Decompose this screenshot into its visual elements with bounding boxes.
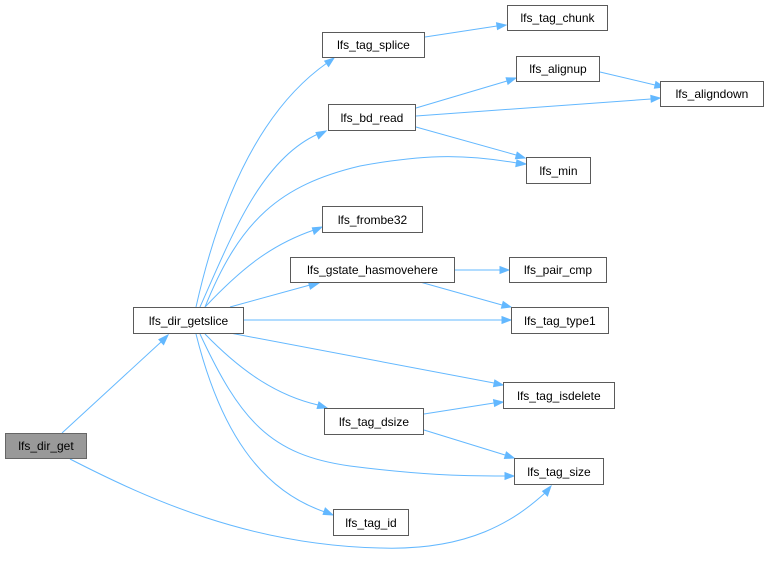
edge-lfs_dir_getslice-lfs_tag_isdelete (229, 332, 505, 388)
edge-lfs_dir_getslice-lfs_tag_type1 (244, 315, 513, 325)
node-lfs_min[interactable]: lfs_min (526, 157, 591, 184)
edge-lfs_alignup-lfs_aligndown (599, 71, 666, 89)
node-lfs_dir_getslice[interactable]: lfs_dir_getslice (133, 307, 244, 334)
edge-lfs_dir_getslice-lfs_tag_splice (195, 57, 336, 308)
edge-lfs_tag_splice-lfs_tag_chunk (424, 22, 508, 38)
node-lfs_bd_read[interactable]: lfs_bd_read (328, 104, 416, 131)
edge-lfs_gstate_hasmovehere-lfs_pair_cmp (455, 265, 511, 275)
edge-lfs_dir_getslice-lfs_frombe32 (204, 226, 324, 308)
edge-lfs_dir_getslice-lfs_gstate_hasmovehere (229, 281, 321, 308)
node-lfs_dir_get: lfs_dir_get (5, 433, 87, 459)
edge-lfs_bd_read-lfs_alignup (415, 77, 518, 109)
node-lfs_tag_splice[interactable]: lfs_tag_splice (322, 32, 425, 58)
edge-lfs_dir_get-lfs_tag_size (69, 458, 552, 549)
edge-lfs_dir_getslice-lfs_tag_size (199, 333, 516, 481)
node-lfs_aligndown[interactable]: lfs_aligndown (660, 81, 764, 107)
node-lfs_tag_chunk[interactable]: lfs_tag_chunk (507, 5, 608, 31)
edge-lfs_gstate_hasmovehere-lfs_tag_type1 (419, 281, 513, 309)
node-lfs_frombe32[interactable]: lfs_frombe32 (322, 206, 423, 233)
node-lfs_tag_id[interactable]: lfs_tag_id (333, 509, 409, 536)
node-lfs_tag_size[interactable]: lfs_tag_size (514, 458, 604, 485)
node-lfs_pair_cmp[interactable]: lfs_pair_cmp (509, 257, 607, 283)
edge-lfs_dir_getslice-lfs_bd_read (199, 130, 328, 308)
node-lfs_tag_type1[interactable]: lfs_tag_type1 (511, 307, 609, 334)
edge-lfs_tag_dsize-lfs_tag_size (423, 429, 516, 460)
node-lfs_alignup[interactable]: lfs_alignup (516, 56, 600, 82)
node-lfs_tag_isdelete[interactable]: lfs_tag_isdelete (503, 382, 615, 409)
edge-lfs_dir_getslice-lfs_min (204, 156, 528, 308)
node-lfs_tag_dsize[interactable]: lfs_tag_dsize (324, 408, 424, 435)
edge-lfs_tag_dsize-lfs_tag_isdelete (423, 399, 505, 415)
node-lfs_gstate_hasmovehere[interactable]: lfs_gstate_hasmovehere (290, 257, 455, 283)
edge-lfs_bd_read-lfs_aligndown (415, 94, 662, 117)
edge-lfs_dir_getslice-lfs_tag_id (195, 333, 335, 516)
edge-lfs_dir_get-lfs_dir_getslice (61, 333, 170, 434)
edge-lfs_bd_read-lfs_min (415, 126, 527, 160)
edge-lfs_dir_getslice-lfs_tag_dsize (204, 333, 329, 410)
